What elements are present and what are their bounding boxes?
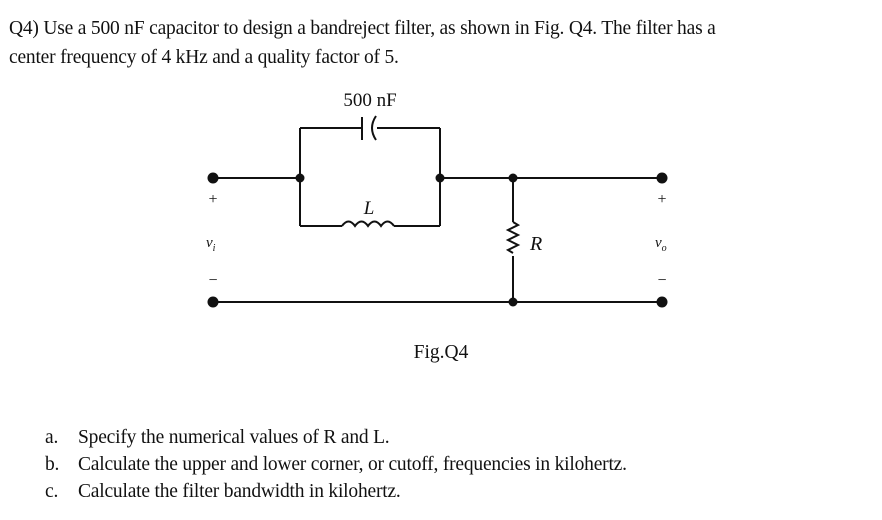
- part-a: a. Specify the numerical values of R and …: [45, 424, 627, 451]
- part-text: Specify the numerical values of R and L.: [78, 427, 390, 448]
- part-text: Calculate the filter bandwidth in kilohe…: [78, 481, 401, 502]
- output-plus-sign: +: [657, 191, 666, 208]
- output-terminal-bottom: [656, 296, 668, 308]
- part-marker: b.: [45, 454, 60, 475]
- output-terminal-top: [656, 172, 668, 184]
- node-r-top: [508, 173, 518, 183]
- capacitor-plate-curved: [371, 115, 377, 141]
- part-marker: c.: [45, 481, 59, 502]
- node-left: [295, 173, 305, 183]
- question-parts: a. Specify the numerical values of R and …: [45, 424, 627, 505]
- part-text: Calculate the upper and lower corner, or…: [78, 454, 627, 475]
- figure-caption: Fig.Q4: [414, 342, 469, 363]
- question-text: Q4) Use a 500 nF capacitor to design a b…: [9, 14, 879, 72]
- input-terminal-top: [207, 172, 219, 184]
- output-voltage-label: vo: [655, 235, 667, 254]
- part-c: c. Calculate the filter bandwidth in kilo…: [45, 478, 627, 505]
- capacitor-label: 500 nF: [343, 90, 396, 111]
- input-terminal-bottom: [207, 296, 219, 308]
- node-right: [435, 173, 445, 183]
- inductor-coil: [341, 220, 395, 228]
- resistor-label: R: [529, 233, 542, 255]
- question-line-1: Q4) Use a 500 nF capacitor to design a b…: [9, 18, 716, 39]
- input-voltage-label: vi: [206, 235, 216, 254]
- input-minus-sign: −: [208, 272, 217, 289]
- part-b: b. Calculate the upper and lower corner, …: [45, 451, 627, 478]
- part-marker: a.: [45, 427, 59, 448]
- question-line-2: center frequency of 4 kHz and a quality …: [9, 47, 399, 68]
- inductor-label: L: [363, 198, 375, 219]
- output-minus-sign: −: [657, 272, 666, 289]
- resistor-zigzag: [505, 221, 521, 254]
- node-r-bottom: [508, 297, 518, 307]
- input-plus-sign: +: [208, 191, 217, 208]
